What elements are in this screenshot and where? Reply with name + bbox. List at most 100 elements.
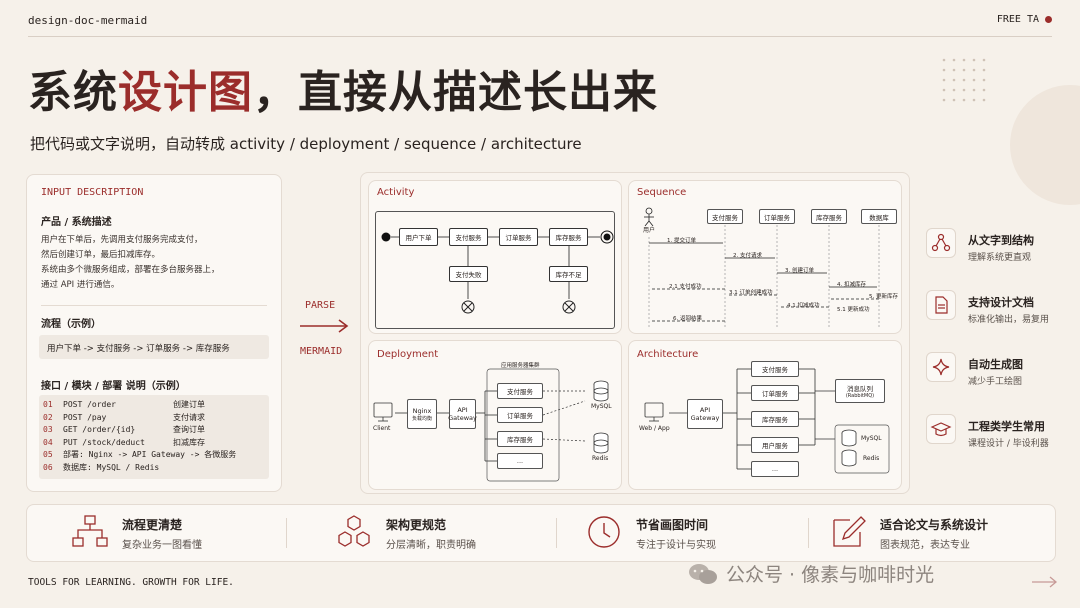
code-text: POST /order bbox=[63, 400, 116, 409]
architecture-mq: 消息队列 (RabbitMQ) bbox=[835, 379, 885, 403]
feature-title: 支持设计文档 bbox=[968, 296, 1034, 309]
architecture-edges bbox=[644, 368, 890, 474]
benefit-sub: 专注于设计与实现 bbox=[636, 540, 716, 551]
feature-title: 从文字到结构 bbox=[968, 234, 1034, 247]
sequence-message: 6. 返回结果 bbox=[673, 316, 702, 322]
sequence-message: 5.1 更新成功 bbox=[837, 307, 870, 313]
desc-line: 系统由多个微服务组成，部署在多台服务器上， bbox=[41, 265, 220, 275]
sequence-title: Sequence bbox=[637, 187, 687, 198]
input-section3-title: 接口 / 模块 / 部署 说明（示例） bbox=[41, 381, 186, 392]
benefit-title: 适合论文与系统设计 bbox=[880, 518, 989, 532]
mq-label: 消息队列 bbox=[847, 385, 873, 393]
architecture-card: Architecture Web / App API Gateway 支付服务 … bbox=[628, 340, 902, 490]
mermaid-label: MERMAID bbox=[300, 346, 343, 357]
deployment-card: Deployment Client Nginx 负载均衡 API Gateway… bbox=[368, 340, 622, 490]
activity-frame bbox=[375, 211, 615, 329]
feature-item: 自动生成图 减少手工绘图 bbox=[926, 352, 1076, 388]
title-part-b: 设计图 bbox=[118, 67, 253, 118]
deployment-service: 订单服务 bbox=[497, 407, 543, 423]
clock-icon bbox=[588, 516, 620, 548]
code-desc: 支付请求 bbox=[173, 412, 205, 422]
code-desc: 扣减库存 bbox=[173, 437, 205, 447]
architecture-client: Web / App bbox=[639, 425, 670, 432]
footer-tagline: TOOLS FOR LEARNING. GROWTH FOR LIFE. bbox=[28, 577, 234, 588]
input-section2-title: 流程（示例） bbox=[41, 319, 101, 330]
corner-circle-decoration bbox=[1010, 85, 1080, 205]
wechat-watermark: 公众号 · 像素与咖啡时光 bbox=[688, 560, 934, 587]
feature-sub: 理解系统更直观 bbox=[968, 253, 1032, 263]
sequence-participant: 支付服务 bbox=[707, 209, 743, 224]
activity-node: 支付服务 bbox=[449, 228, 488, 246]
code-num: 05 bbox=[43, 450, 53, 459]
activity-title: Activity bbox=[377, 187, 415, 198]
deployment-edges bbox=[373, 368, 609, 482]
desc-line: 然后创建订单，最后扣减库存。 bbox=[41, 250, 161, 260]
flowchart-icon bbox=[72, 515, 108, 547]
activity-node: 库存不足 bbox=[549, 266, 588, 282]
deployment-title: Deployment bbox=[377, 349, 439, 360]
deployment-db-redis: Redis bbox=[592, 455, 609, 462]
feature-item: 工程类学生常用 课程设计 / 毕设利器 bbox=[926, 414, 1076, 450]
activity-card: Activity 用户下单 支付服务 订单服务 库存服务 支付失败 库存不足 bbox=[368, 180, 622, 334]
desc-line: 通过 API 进行通信。 bbox=[41, 280, 120, 290]
activity-node: 用户下单 bbox=[399, 228, 438, 246]
activity-node: 支付失败 bbox=[449, 266, 488, 282]
architecture-gateway: API Gateway bbox=[687, 399, 723, 429]
input-divider bbox=[41, 305, 267, 306]
page-title: 系统设计图，直接从描述长出来 bbox=[28, 56, 658, 120]
architecture-db-redis: Redis bbox=[863, 455, 880, 462]
parse-arrow-icon bbox=[300, 319, 349, 333]
code-text: PUT /stock/deduct bbox=[63, 437, 145, 447]
header-tag: FREE TA bbox=[997, 14, 1052, 25]
sequence-participant: 库存服务 bbox=[811, 209, 847, 224]
watermark-text: 公众号 · 像素与咖啡时光 bbox=[726, 564, 935, 586]
footer-arrow-icon bbox=[1032, 576, 1058, 588]
sequence-message: 2.1 支付成功 bbox=[669, 284, 702, 290]
pen-icon bbox=[833, 516, 866, 547]
architecture-title: Architecture bbox=[637, 349, 699, 360]
feature-item: 从文字到结构 理解系统更直观 bbox=[926, 228, 1076, 264]
benefit-divider bbox=[286, 518, 287, 548]
sequence-message: 3. 创建订单 bbox=[785, 268, 814, 274]
sequence-participant: 数据库 bbox=[861, 209, 897, 224]
code-desc: 查询订单 bbox=[173, 425, 205, 434]
feature-sub: 标准化输出，易复用 bbox=[968, 315, 1050, 325]
nginx-label: Nginx bbox=[412, 406, 432, 415]
input-card: INPUT DESCRIPTION 产品 / 系统描述 用户在下单后，先调用支付… bbox=[26, 174, 282, 492]
benefit-item: 架构更规范 分层清晰，职责明确 bbox=[334, 512, 554, 554]
feature-title: 自动生成图 bbox=[968, 358, 1023, 371]
deployment-db-mysql: MySQL bbox=[591, 403, 612, 410]
dot-grid-decoration bbox=[942, 58, 986, 102]
sequence-message: 5. 更新库存 bbox=[869, 294, 898, 300]
wechat-icon bbox=[689, 563, 717, 584]
desc-line: 用户在下单后，先调用支付服务完成支付， bbox=[41, 235, 203, 245]
sparkle-icon bbox=[926, 352, 956, 382]
code-num: 02 bbox=[43, 412, 53, 422]
architecture-service: ... bbox=[751, 461, 799, 477]
deployment-cluster-label: 应用服务器集群 bbox=[501, 363, 540, 369]
document-icon bbox=[926, 290, 956, 320]
activity-edges bbox=[381, 230, 614, 314]
code-desc: 创建订单 bbox=[173, 400, 205, 409]
code-num: 06 bbox=[43, 462, 53, 472]
flow-text: 用户下单 -> 支付服务 -> 订单服务 -> 库存服务 bbox=[47, 344, 230, 354]
header-tag-text: FREE TA bbox=[996, 14, 1039, 25]
benefit-item: 节省画图时间 专注于设计与实现 bbox=[586, 512, 806, 554]
sequence-card: Sequence 用户 支付服务 订单服务 库存服务 数据库 1. 提交订单 2… bbox=[628, 180, 902, 334]
sequence-participant: 订单服务 bbox=[759, 209, 795, 224]
nginx-sub: 负载均衡 bbox=[411, 415, 432, 422]
deployment-service: 支付服务 bbox=[497, 383, 543, 399]
red-dot-icon bbox=[1045, 16, 1052, 23]
feature-title: 工程类学生常用 bbox=[968, 420, 1045, 433]
sequence-message: 3.1 订单创建成功 bbox=[729, 290, 773, 296]
code-num: 03 bbox=[43, 425, 53, 434]
benefit-title: 架构更规范 bbox=[386, 518, 447, 532]
parse-label: PARSE bbox=[305, 300, 336, 311]
code-num: 01 bbox=[43, 400, 53, 409]
brand-label: design-doc-mermaid bbox=[28, 14, 148, 27]
deployment-service: 库存服务 bbox=[497, 431, 543, 447]
